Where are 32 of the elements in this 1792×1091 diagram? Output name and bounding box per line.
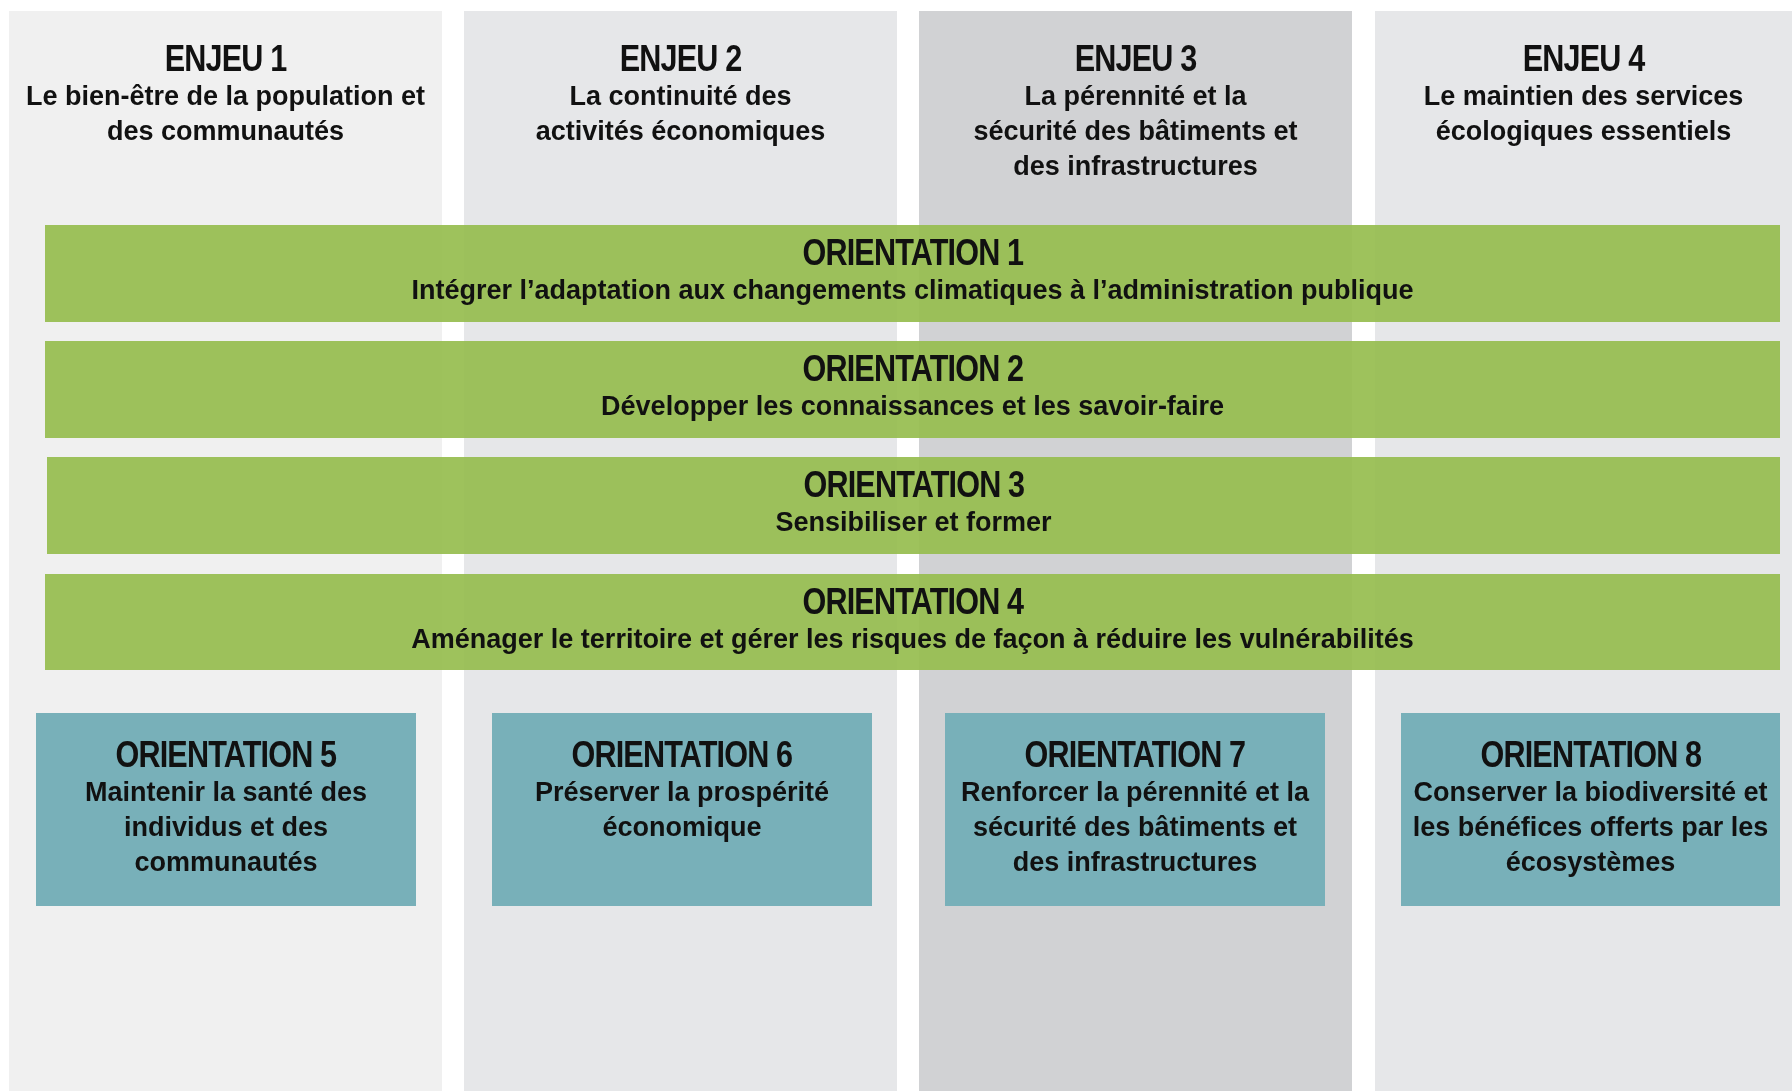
- description-text: Développer les connaissances et les savoir-faire: [600, 390, 1225, 423]
- description-text: Le maintien des services écologiques essentiels: [1422, 80, 1745, 148]
- description-text: Aménager le territoire et gérer les risques de façon à réduire les vulnérabilités: [410, 623, 1415, 656]
- heading: ORIENTATION 4: [802, 582, 1023, 622]
- orientation-box: [36, 713, 416, 906]
- heading: ENJEU 4: [1522, 39, 1645, 79]
- heading: ENJEU 3: [1074, 39, 1197, 79]
- description-text: Préserver la prospérité économique: [533, 776, 831, 844]
- heading: ORIENTATION 8: [1480, 735, 1701, 775]
- description-text: Maintenir la santé des individus et des communautés: [83, 776, 369, 879]
- description-text: La continuité des activités économiques: [534, 80, 827, 148]
- orientation-box: [945, 713, 1325, 906]
- orientation-band: [45, 225, 1780, 322]
- heading: ORIENTATION 7: [1024, 735, 1246, 775]
- description-text: Intégrer l’adaptation aux changements climatiques à l’administration publique: [410, 274, 1415, 307]
- description-text: La pérennité et la sécurité des bâtiments et des infrastructures: [972, 80, 1299, 183]
- heading: ENJEU 2: [619, 39, 742, 79]
- description-text: Conserver la biodiversité et les bénéfices offerts par les écosystèmes: [1411, 776, 1770, 879]
- heading: ORIENTATION 3: [803, 465, 1024, 505]
- description-text: Sensibiliser et former: [774, 506, 1053, 539]
- orientation-band: [45, 574, 1780, 670]
- orientation-box: [1401, 713, 1780, 906]
- description-text: Le bien-être de la population et des communautés: [24, 80, 426, 148]
- heading: ENJEU 1: [164, 39, 287, 79]
- heading: ORIENTATION 1: [802, 233, 1023, 273]
- heading: ORIENTATION 5: [115, 735, 337, 775]
- heading: ORIENTATION 2: [802, 349, 1023, 389]
- orientation-box: [492, 713, 872, 906]
- heading: ORIENTATION 6: [571, 735, 793, 775]
- description-text: Renforcer la pérennité et la sécurité des bâtiments et des infrastructures: [959, 776, 1311, 879]
- orientation-band: [45, 341, 1780, 438]
- orientation-band: [47, 457, 1780, 554]
